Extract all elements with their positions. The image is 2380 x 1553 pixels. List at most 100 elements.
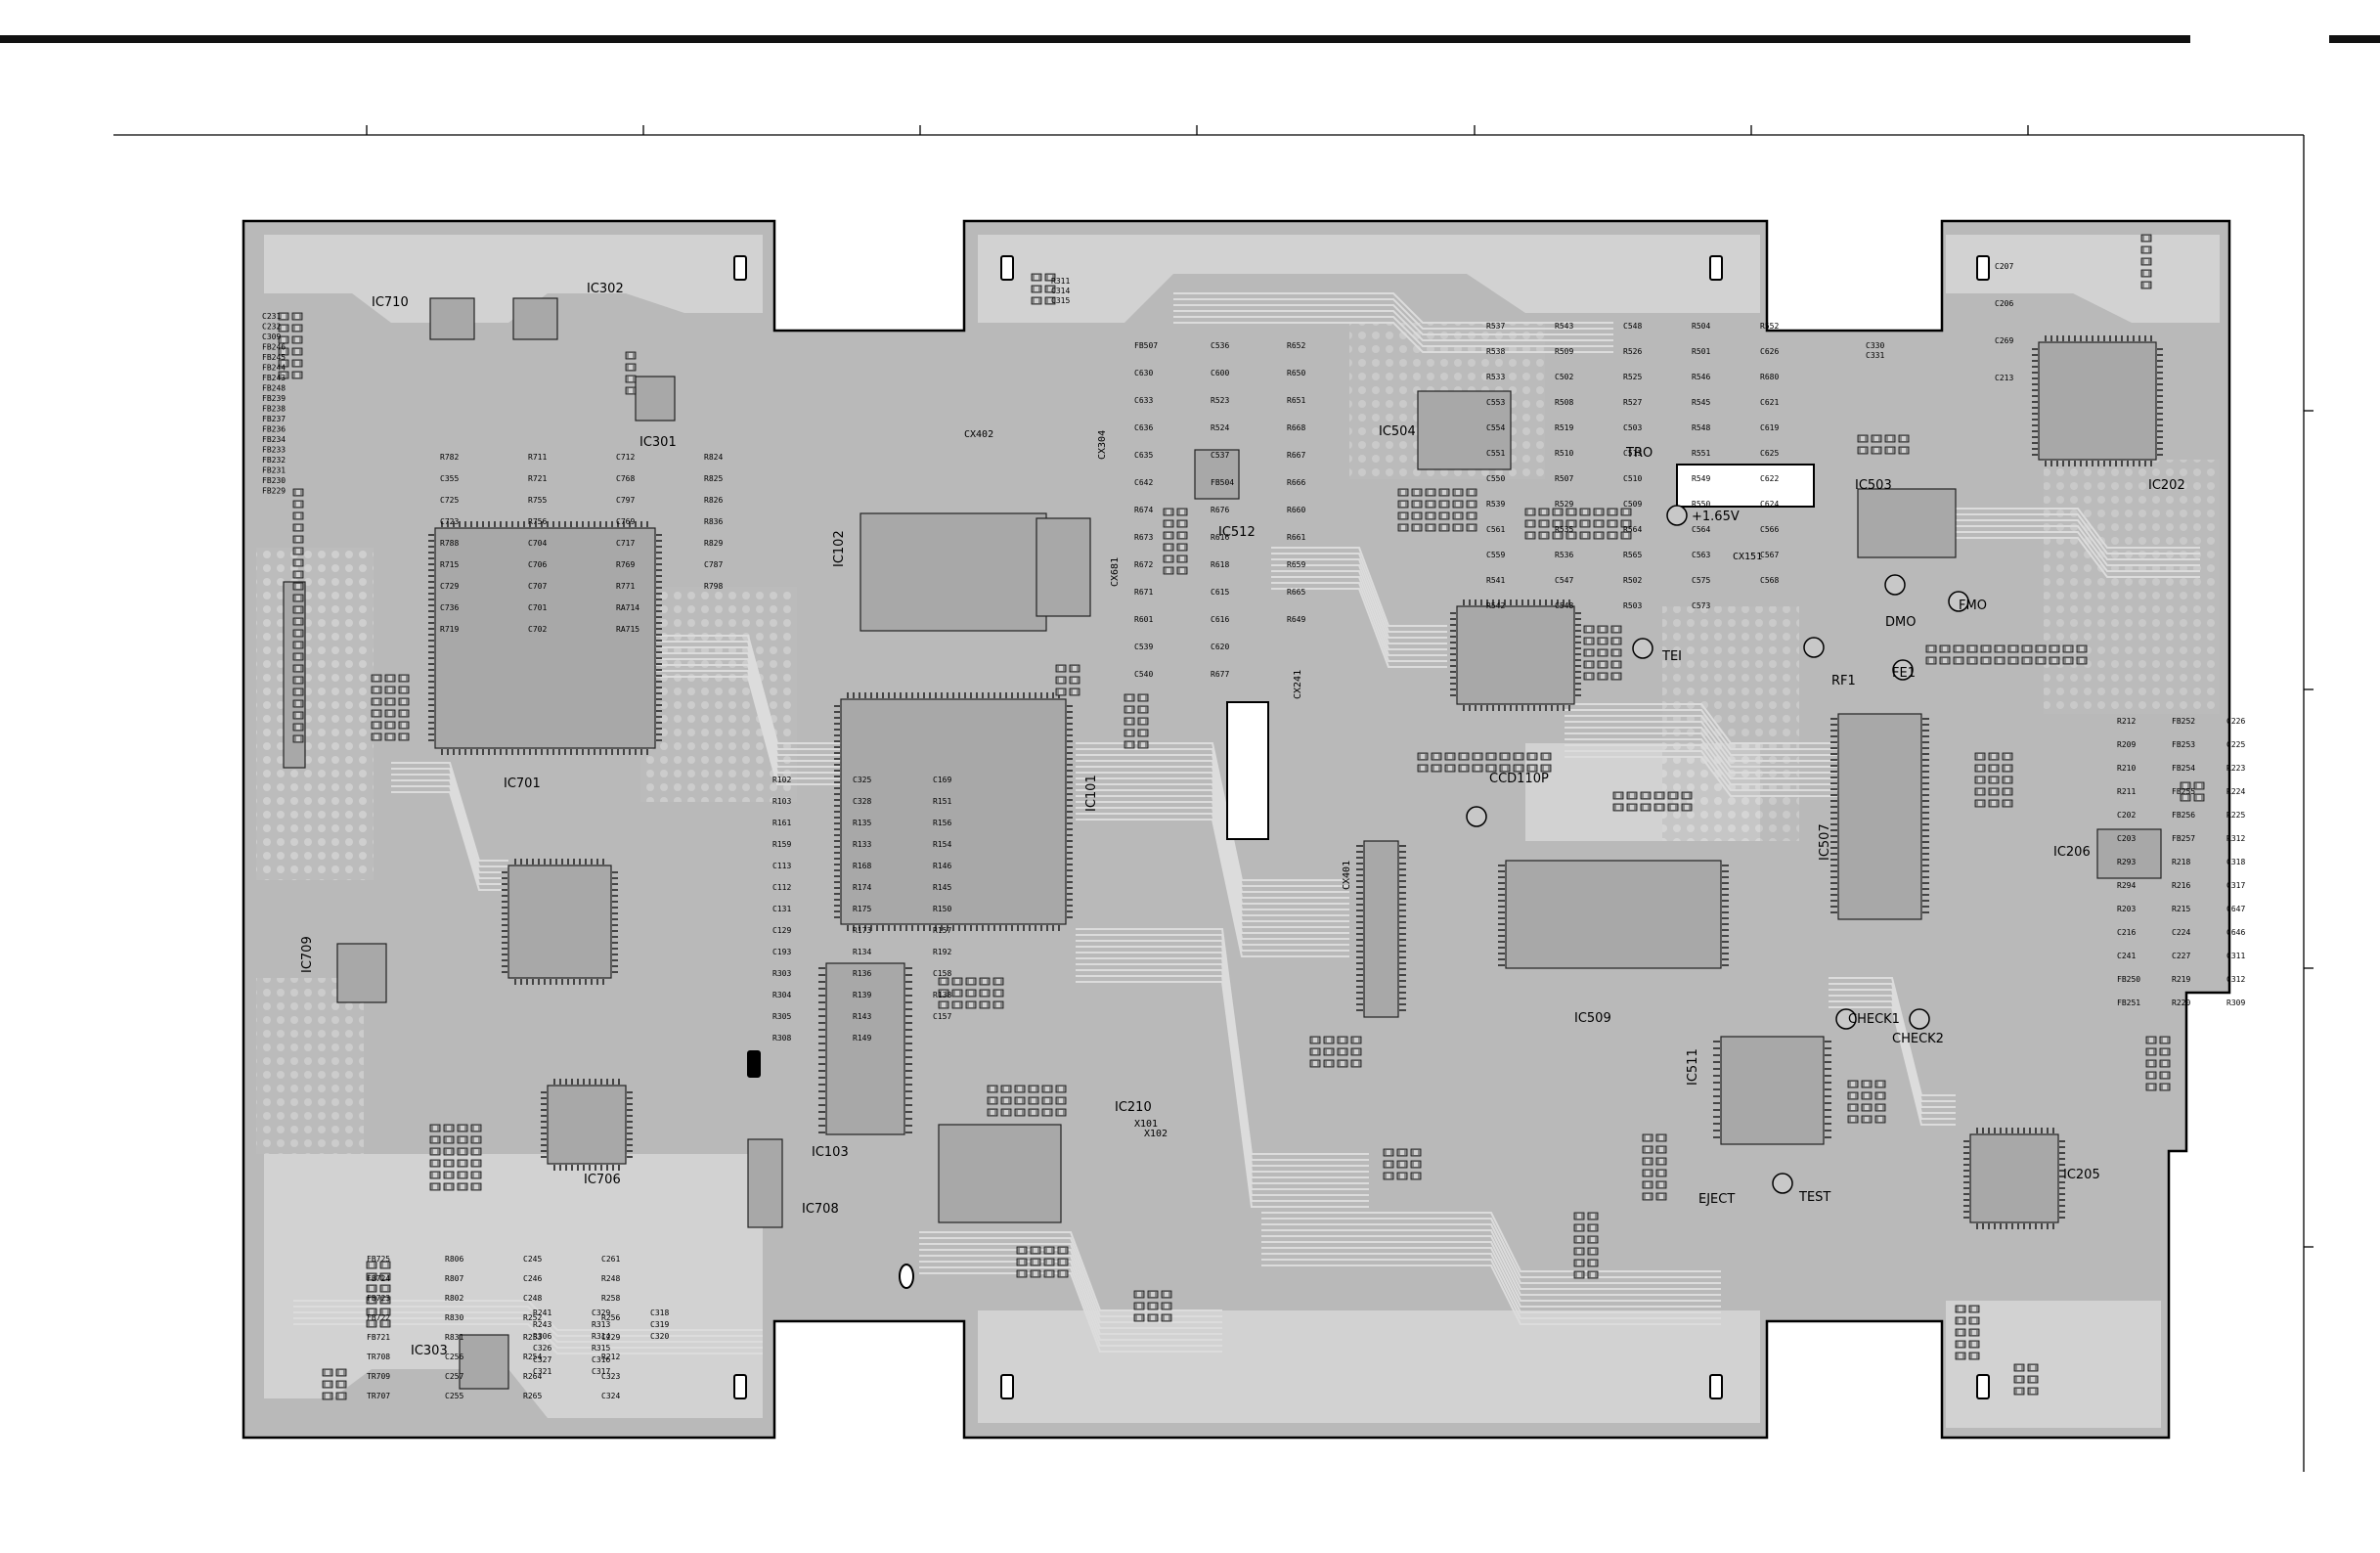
ic512-body	[1194, 449, 1240, 500]
ic701-label: IC701	[504, 776, 541, 791]
svg-text:C537: C537	[1211, 451, 1229, 460]
svg-text:R650: R650	[1287, 369, 1305, 377]
svg-text:C548: C548	[1555, 601, 1573, 610]
svg-text:TR708: TR708	[367, 1353, 390, 1361]
svg-text:R173: R173	[853, 926, 871, 935]
svg-text:C575: C575	[1692, 576, 1710, 585]
svg-text:FB233: FB233	[262, 446, 286, 455]
cx304-label: CX304	[1097, 430, 1108, 460]
cx401-connector	[1363, 840, 1399, 1018]
svg-text:R618: R618	[1211, 560, 1229, 569]
svg-text:R802: R802	[445, 1294, 463, 1303]
x102-label: X102	[1144, 1129, 1168, 1139]
svg-text:C712: C712	[616, 453, 635, 462]
svg-text:C232: C232	[262, 323, 281, 332]
svg-text:FB721: FB721	[367, 1333, 390, 1342]
svg-text:R551: R551	[1692, 449, 1710, 458]
svg-text:C707: C707	[528, 582, 547, 591]
svg-text:R538: R538	[1486, 347, 1505, 356]
svg-text:C630: C630	[1134, 369, 1153, 377]
svg-text:R673: R673	[1134, 533, 1153, 542]
svg-text:R756: R756	[528, 517, 547, 526]
svg-text:C112: C112	[772, 883, 791, 892]
ic701-body	[434, 527, 656, 749]
connector-labels: CX151 CX402 CX401 CX241 CX681 CX304 X101…	[964, 429, 1762, 1139]
svg-text:C257: C257	[445, 1372, 463, 1381]
svg-text:R138: R138	[933, 991, 951, 999]
svg-text:R306: R306	[533, 1332, 551, 1341]
svg-text:FB229: FB229	[262, 487, 286, 496]
svg-text:R519: R519	[1555, 423, 1573, 432]
ic512-label: IC512	[1218, 525, 1256, 540]
svg-text:C329: C329	[592, 1309, 610, 1317]
svg-text:C646: C646	[2226, 928, 2245, 937]
svg-text:R256: R256	[601, 1313, 620, 1322]
check1-label: CHECK1	[1848, 1012, 1900, 1027]
svg-text:C723: C723	[440, 517, 459, 526]
svg-text:R175: R175	[853, 905, 871, 913]
cx151-connector	[1676, 464, 1815, 508]
svg-text:R769: R769	[616, 560, 635, 569]
svg-text:R159: R159	[772, 840, 791, 849]
svg-text:R258: R258	[601, 1294, 620, 1303]
svg-text:C193: C193	[772, 948, 791, 956]
svg-text:C600: C600	[1211, 369, 1229, 377]
svg-text:FB257: FB257	[2172, 834, 2195, 843]
part-labels: C231C232C309FB246FB245FB244FB243FB248FB2…	[262, 262, 2245, 1400]
svg-text:C704: C704	[528, 539, 547, 548]
svg-text:R136: R136	[853, 969, 871, 978]
ic302-body-b	[512, 297, 558, 340]
svg-text:R535: R535	[1555, 525, 1573, 534]
svg-text:R523: R523	[1211, 396, 1229, 405]
svg-text:C318: C318	[2226, 858, 2245, 866]
svg-text:C207: C207	[1995, 262, 2013, 271]
svg-text:R651: R651	[1287, 396, 1305, 405]
svg-text:R502: R502	[1623, 576, 1642, 585]
svg-text:C261: C261	[601, 1255, 620, 1264]
cx681-connector	[1036, 517, 1091, 617]
svg-text:R305: R305	[772, 1012, 791, 1021]
svg-text:C113: C113	[772, 862, 791, 870]
ic706-label: IC706	[584, 1173, 621, 1187]
svg-text:R210: R210	[2117, 764, 2136, 773]
svg-text:C540: C540	[1134, 670, 1153, 679]
dmo-label: DMO	[1885, 615, 1916, 630]
ic503-body	[1857, 488, 1957, 558]
svg-text:R830: R830	[445, 1313, 463, 1322]
svg-text:C227: C227	[2172, 952, 2190, 960]
svg-text:C502: C502	[1555, 373, 1573, 381]
svg-text:RA714: RA714	[616, 603, 639, 612]
svg-text:R509: R509	[1555, 347, 1573, 356]
ic710-label: IC710	[372, 295, 409, 310]
svg-text:R143: R143	[853, 1012, 871, 1021]
svg-text:C564: C564	[1692, 525, 1710, 534]
svg-text:R541: R541	[1486, 576, 1505, 585]
svg-text:R525: R525	[1623, 373, 1642, 381]
svg-text:C706: C706	[528, 560, 547, 569]
svg-text:C319: C319	[650, 1320, 669, 1329]
svg-text:C615: C615	[1211, 588, 1229, 597]
svg-text:R564: R564	[1623, 525, 1642, 534]
svg-text:C509: C509	[1623, 500, 1642, 509]
ic706-body	[507, 865, 612, 979]
page-top-rule-right	[2329, 35, 2380, 43]
ic511-label: IC511	[1686, 1048, 1700, 1086]
ic509-body	[1505, 860, 1722, 969]
svg-text:R151: R151	[933, 797, 951, 806]
svg-text:R667: R667	[1287, 451, 1305, 460]
svg-text:FB507: FB507	[1134, 341, 1158, 350]
svg-text:R616: R616	[1211, 533, 1229, 542]
svg-text:C325: C325	[853, 776, 871, 784]
ic206-label: IC206	[2053, 845, 2091, 860]
svg-text:R548: R548	[1692, 423, 1710, 432]
svg-text:R224: R224	[2226, 787, 2245, 796]
svg-text:C321: C321	[533, 1367, 551, 1376]
x101-label: X101	[1134, 1119, 1158, 1130]
svg-text:R133: R133	[853, 840, 871, 849]
svg-text:C573: C573	[1692, 601, 1710, 610]
svg-text:R504: R504	[1692, 322, 1710, 331]
svg-text:FB230: FB230	[262, 476, 286, 485]
svg-text:C246: C246	[523, 1274, 542, 1283]
svg-text:R192: R192	[933, 948, 951, 956]
svg-text:R798: R798	[704, 582, 723, 591]
